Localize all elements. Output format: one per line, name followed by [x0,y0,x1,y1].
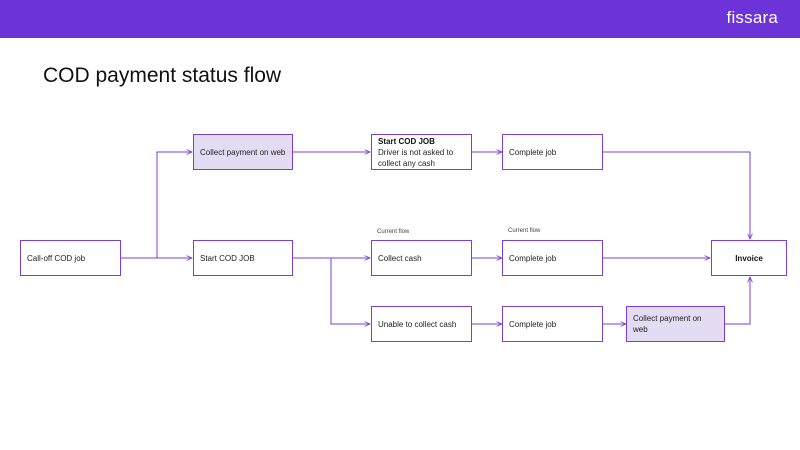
arrow-collect-web-bottom-to-invoice [725,277,750,325]
node-label: Start COD JOB [200,253,255,263]
node-label: Collect payment on web [633,314,702,334]
node-calloff-cod-job: Call-off COD job [20,240,121,276]
header-bar: fissara [0,0,800,38]
node-start-cod-job: Start COD JOB [193,240,293,276]
node-collect-payment-web-top: Collect payment on web [193,134,293,170]
node-complete-job-top: Complete job [502,134,603,170]
fissara-logo: fissara [727,8,778,28]
node-label: Complete job [509,147,557,157]
node-label: Collect cash [378,253,422,263]
node-complete-job-mid: Complete job [502,240,603,276]
node-invoice: Invoice [711,240,787,276]
node-label: Driver is not asked to collect any cash [378,147,454,168]
node-collect-payment-web-bottom: Collect payment on web [626,306,725,342]
node-collect-cash: Collect cash [371,240,472,276]
node-label: Unable to collect cash [378,319,457,329]
node-label: Call-off COD job [27,253,86,263]
page-title: COD payment status flow [43,64,282,87]
arrow-calloff-to-collect-web [121,152,192,259]
arrow-start-to-unable [293,257,370,324]
node-label: Complete job [509,253,557,263]
note-current-flow-1: Current flow [377,229,410,235]
node-heading: Start COD JOB [378,136,435,146]
node-label: Invoice [735,253,763,263]
node-complete-job-bottom: Complete job [502,306,603,342]
node-label: Complete job [509,319,557,329]
node-label: Collect payment on web [200,147,286,157]
logo-text: fissara [726,8,778,27]
node-unable-to-collect-cash: Unable to collect cash [371,306,472,342]
arrow-complete-top-to-invoice [603,151,750,239]
note-current-flow-2: Current flow [508,228,541,234]
node-start-cod-job-top: Start COD JOB Driver is not asked to col… [371,134,472,170]
